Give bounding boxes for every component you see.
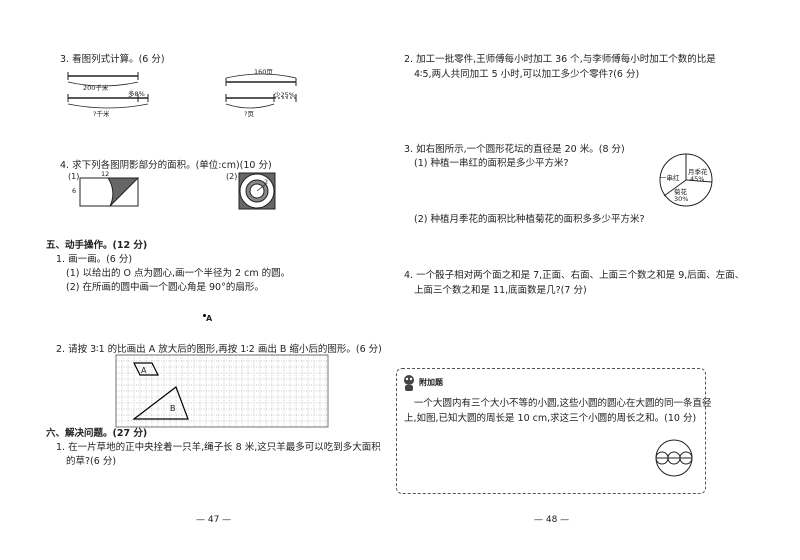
s5-q2: 2. 请按 3∶1 的比画出 A 放大后的图形,再按 1∶2 画出 B 缩小后的… <box>56 344 382 355</box>
q3-fig1-mid: 多8% <box>128 90 145 98</box>
bonus-line1: 一个大圆内有三个大小不等的小圆,这些小圆的圆心在大圆的同一条直径 <box>414 398 712 409</box>
bonus-line2: 上,如图,已知大圆的周长是 10 cm,求这三个小圆的周长之和。(10 分) <box>404 413 697 424</box>
left-q4-text: 4. 求下列各图阴影部分的面积。(单位:cm)(10 分) <box>60 160 272 171</box>
q4-shaded-figure-1 <box>79 177 140 207</box>
pie-label-rose: 月季花 <box>688 168 708 176</box>
q3-fig1-top: 200千米 <box>83 84 109 92</box>
grid-label-a: A <box>141 366 147 375</box>
q4-shaded-figure-2 <box>238 172 276 210</box>
right-q2-line2: 4∶5,两人共同加工 5 小时,可以加工多少个零件?(6 分) <box>414 69 640 80</box>
q3-line-diagram-2 <box>225 73 297 109</box>
pie-pct-rose: 45% <box>690 175 705 183</box>
point-a: A <box>206 314 213 323</box>
flower-bed-pie <box>659 153 713 207</box>
q3-fig2-top: 160页 <box>254 68 273 76</box>
left-q3-text: 3. 看图列式计算。(6 分) <box>60 54 165 65</box>
bonus-circles-figure <box>655 439 693 477</box>
q4-fig2-dim: 2 <box>264 178 269 186</box>
right-q3b: (2) 种植月季花的面积比种植菊花的面积多多少平方米? <box>414 214 645 225</box>
s6-q1-line2: 的草?(6 分) <box>66 456 117 467</box>
s6-q1-line1: 1. 在一片草地的正中央拴着一只羊,绳子长 8 米,这只羊最多可以吃到多大面积 <box>56 442 381 453</box>
q3-fig2-bottom: ?页 <box>244 110 254 118</box>
q4-fig1-dim-top: 12 <box>101 170 110 178</box>
right-q3-line1: 3. 如右图所示,一个圆形花坛的直径是 20 米。(8 分) <box>404 144 625 155</box>
bonus-title: 附加题 <box>419 378 443 387</box>
right-q3a: (1) 种植一串红的面积是多少平方米? <box>414 158 569 169</box>
s5-q1a: (1) 以给出的 O 点为圆心,画一个半径为 2 cm 的圆。 <box>66 268 291 279</box>
grid-label-b: B <box>170 404 176 413</box>
q3-fig2-mid: 少25% <box>274 91 295 99</box>
dot-grid <box>115 354 329 428</box>
right-q4-line2: 上面三个数之和是 11,底面数是几?(7 分) <box>414 285 587 296</box>
q4-fig1-dim-side: 6 <box>72 187 77 195</box>
q4-fig1-label: (1) <box>68 172 80 181</box>
s5-q1b: (2) 在所画的圆中画一个圆心角是 90°的扇形。 <box>66 282 264 293</box>
q4-fig2-label: (2) <box>226 172 238 181</box>
left-page-number: — 47 — <box>196 515 232 525</box>
grid-shapes <box>132 362 189 420</box>
q3-fig1-bottom: ?千米 <box>93 110 110 118</box>
s5-q1: 1. 画一画。(6 分) <box>56 254 133 265</box>
pie-label-chrys: 菊花 <box>674 188 687 196</box>
section6-title: 六、解决问题。(27 分) <box>46 428 148 439</box>
pie-pct-chrys: 30% <box>674 195 689 203</box>
right-page-number: — 48 — <box>534 515 570 525</box>
bonus-box <box>396 368 706 494</box>
right-q2-line1: 2. 加工一批零件,王师傅每小时加工 36 个,与李师傅每小时加工个数的比是 <box>404 54 716 65</box>
bonus-mascot-icon <box>404 375 414 391</box>
right-q4-line1: 4. 一个骰子相对两个面之和是 7,正面、右面、上面三个数之和是 9,后面、左面… <box>404 270 745 281</box>
section5-title: 五、动手操作。(12 分) <box>46 240 148 251</box>
point-a-dot <box>203 314 206 317</box>
pie-label-red: 一串红 <box>660 174 680 182</box>
q3-line-diagram-1 <box>67 72 149 109</box>
